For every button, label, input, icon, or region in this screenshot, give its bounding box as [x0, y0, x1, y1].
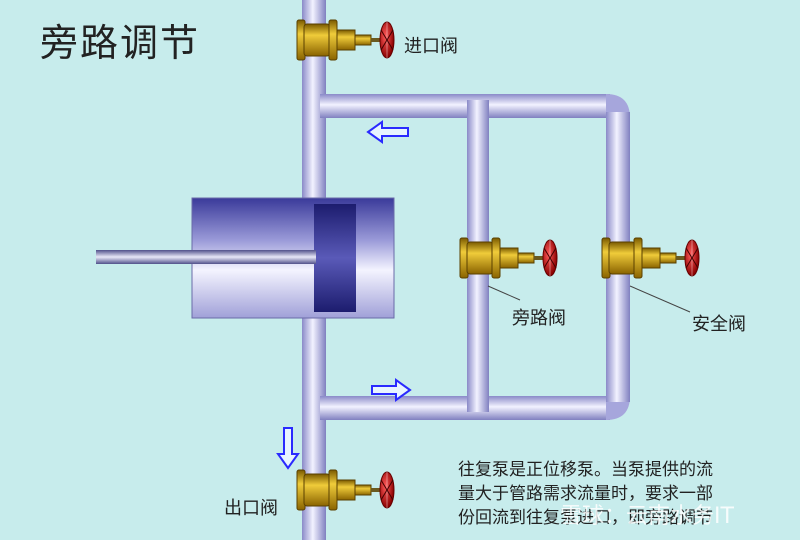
safety-valve-label: 安全阀	[692, 314, 746, 335]
flow-arrow-left	[366, 120, 409, 144]
outlet-valve-label: 出口阀	[224, 498, 278, 519]
bypass-valve-label: 旁路阀	[512, 308, 566, 329]
description-line-1: 往复泵是正位移泵。当泵提供的流	[458, 460, 713, 480]
description-line-3: 份回流到往复泵进口，即旁路调节	[458, 508, 713, 528]
flow-arrow-right	[371, 378, 412, 402]
flow-arrow-down	[276, 427, 300, 470]
description-line-2: 量大于管路需求流量时，要求一部	[458, 484, 713, 504]
inlet-valve-label: 进口阀	[404, 36, 458, 57]
description-text: 往复泵是正位移泵。当泵提供的流 量大于管路需求流量时，要求一部 份回流到往复泵进…	[458, 458, 798, 530]
page-title: 旁路调节	[40, 21, 201, 65]
watermark: 雪球：云南水务IT	[560, 504, 734, 529]
